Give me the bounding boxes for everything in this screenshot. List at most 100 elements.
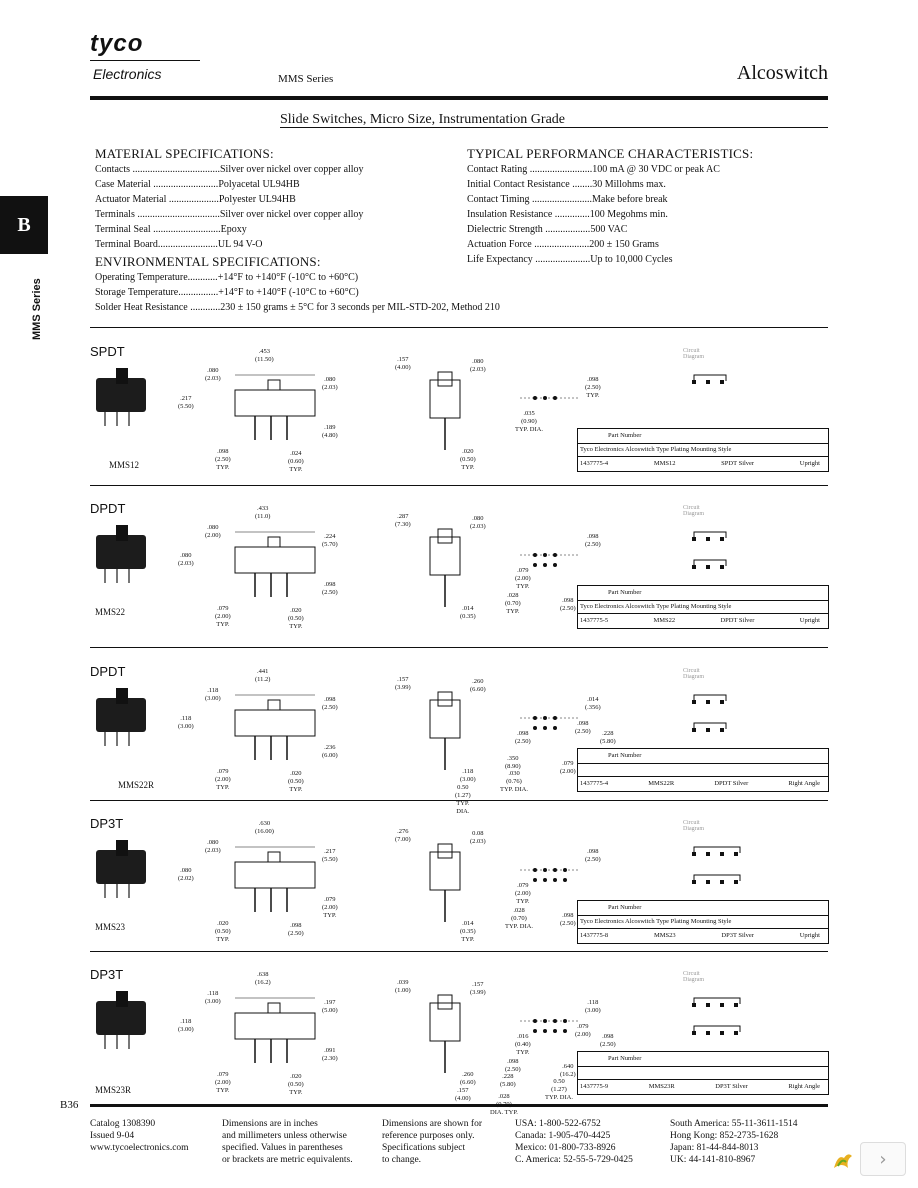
spec-row: Insulation Resistance ..............100 … — [467, 207, 753, 222]
pcb-hole — [533, 396, 537, 400]
circuit-terminal — [720, 1003, 724, 1007]
next-page-button[interactable]: › — [860, 1142, 906, 1176]
switch-body — [96, 1001, 146, 1035]
pcb-hole — [533, 553, 537, 557]
dimension-text: .433 — [257, 505, 269, 512]
dimension-text: .080 — [180, 867, 192, 874]
dimension-text: .098 — [587, 533, 599, 540]
dimension-text: .228 — [602, 730, 614, 737]
dimension-text: (3.00) — [205, 695, 221, 702]
dimension-text: (.356) — [585, 704, 601, 711]
dimension-text: DIA. — [456, 808, 470, 815]
dimension-text: .016 — [517, 1033, 529, 1040]
dimension-text: (1.27) — [455, 792, 471, 799]
dimension-text: .098 — [290, 922, 302, 929]
circuit-terminal — [734, 852, 738, 856]
dimension-text: (3.99) — [395, 684, 411, 691]
dimension-text: TYP. DIA. — [500, 786, 528, 793]
table-cell: MMS22 — [653, 617, 676, 624]
dimension-label: .020(0.50)TYP. — [288, 1073, 304, 1097]
section-divider — [90, 800, 828, 801]
switch-type-label: DPDT — [90, 664, 126, 679]
side-view-drawing — [234, 531, 316, 597]
dimension-text: .080 — [207, 839, 219, 846]
dimension-text: (6.00) — [322, 752, 338, 759]
pcb-hole — [533, 563, 537, 567]
table-cell: Upright — [799, 617, 820, 624]
dimension-label: .098(2.50) — [575, 720, 591, 736]
table-cell: MMS12 — [653, 460, 676, 467]
circuit-terminal — [734, 880, 738, 884]
section-divider — [90, 485, 828, 486]
dimension-text: TYP. DIA. — [515, 426, 543, 433]
dimension-label: .020(0.50)TYP. — [288, 607, 304, 631]
circuit-trace — [693, 694, 727, 701]
end-view-drawing — [429, 994, 461, 1073]
dimension-text: (2.03) — [178, 560, 194, 567]
end-view-drawing — [429, 371, 461, 450]
dimension-text: (2.30) — [322, 1055, 338, 1062]
switch-type-label: DPDT — [90, 501, 126, 516]
circuit-terminal — [720, 728, 724, 732]
spec-value: Polyester UL94HB — [218, 194, 296, 205]
dimension-text: (7.30) — [395, 521, 411, 528]
spec-value: +14°F to +140°F (-10°C to +60°C) — [218, 287, 359, 298]
dimension-label: .020(0.50)TYP. — [215, 920, 231, 944]
switch-actuator — [116, 525, 128, 541]
dimension-label: .098(2.50)TYP. — [585, 376, 601, 400]
spec-value: Up to 10,000 Cycles — [590, 254, 673, 265]
circuit-terminal — [692, 565, 696, 569]
pcb-layout-drawing — [520, 716, 580, 730]
pcb-hole — [553, 726, 557, 730]
circuit-diagram-label: Circuit Diagram — [683, 820, 704, 832]
dimension-text: .098 — [324, 581, 336, 588]
dimension-text: (0.50) — [288, 615, 304, 622]
circuit-terminal — [706, 1003, 710, 1007]
switch-pin — [128, 569, 130, 583]
dimension-label: .080(2.03) — [205, 839, 221, 855]
dimension-text: .014 — [462, 920, 474, 927]
circuit-terminal — [692, 700, 696, 704]
dimension-text: (3.00) — [178, 723, 194, 730]
bird-logo-icon — [834, 1154, 852, 1168]
spec-value: 30 Millohms max. — [592, 179, 666, 190]
circuit-terminal — [720, 1031, 724, 1035]
switch-actuator — [116, 840, 128, 856]
dimension-label: .098(2.50) — [585, 848, 601, 864]
dimension-text: TYP. — [216, 464, 230, 471]
pcb-hole — [533, 868, 537, 872]
table-subheader — [578, 764, 828, 776]
side-view-drawing — [234, 694, 316, 760]
switch-pin — [128, 732, 130, 746]
dimension-text: .020 — [217, 920, 229, 927]
table-subheader — [578, 1067, 828, 1079]
dimension-text: .228 — [502, 1073, 514, 1080]
switch-photo — [96, 840, 146, 898]
dimension-text: TYP. — [516, 583, 530, 590]
switch-type-label: DP3T — [90, 816, 124, 831]
footer-line: and millimeters unless otherwise — [222, 1131, 347, 1141]
dimension-label: 0.50(1.27)TYP. DIA. — [545, 1078, 573, 1102]
table-cell: 1437775-5 — [580, 617, 609, 624]
footer-line: to change. — [382, 1155, 422, 1165]
dimension-text: .028 — [507, 592, 519, 599]
dimension-text: TYP. — [216, 936, 230, 943]
switch-body — [96, 850, 146, 884]
dimension-label: .287(7.30) — [395, 513, 411, 529]
drawing-outline — [234, 389, 316, 417]
dimension-text: (2.50) — [585, 384, 601, 391]
spec-key: Dielectric Strength .................. — [467, 224, 591, 235]
spec-value: 100 mA @ 30 VDC or peak AC — [592, 164, 720, 175]
dimension-label: .091(2.30) — [322, 1047, 338, 1063]
dimension-text: (2.50) — [560, 605, 576, 612]
dimension-text: .098 — [587, 376, 599, 383]
dimension-label: .020(0.50)TYP. — [460, 448, 476, 472]
header-rule — [90, 96, 828, 100]
footer-line: Specifications subject — [382, 1143, 466, 1153]
dimension-text: (2.00) — [560, 768, 576, 775]
switch-pin — [116, 1035, 118, 1049]
pcb-hole — [553, 563, 557, 567]
circuit-terminal — [706, 852, 710, 856]
